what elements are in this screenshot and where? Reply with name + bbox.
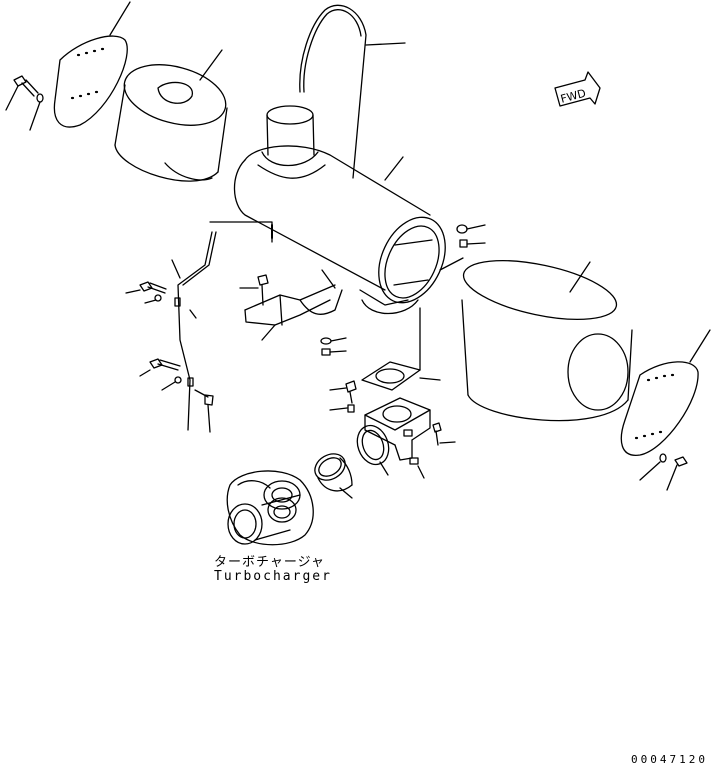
turbocharger bbox=[226, 470, 314, 546]
mounting-bracket bbox=[239, 269, 343, 341]
vacuator-hose bbox=[299, 4, 406, 179]
fwd-label: FWD bbox=[559, 87, 587, 106]
turbocharger-label-japanese: ターボチャージャ bbox=[214, 555, 325, 570]
outer-filter-element-left bbox=[114, 49, 228, 182]
right-end-cover-plate bbox=[620, 329, 711, 491]
turbocharger-label-english: Turbocharger bbox=[214, 569, 332, 584]
left-bolt-and-washer bbox=[5, 75, 44, 131]
right-nut-and-washer bbox=[439, 224, 486, 271]
air-cleaner-body bbox=[233, 105, 446, 314]
mounting-rod bbox=[171, 221, 273, 433]
rod-bolts-lower bbox=[139, 358, 182, 391]
rod-bolts-upper bbox=[125, 281, 167, 304]
gasket bbox=[361, 307, 441, 391]
fwd-arrow-icon: FWD bbox=[554, 71, 601, 107]
left-end-cover-plate bbox=[53, 1, 131, 128]
intake-adapter bbox=[356, 397, 431, 479]
adapter-bolts bbox=[329, 380, 357, 413]
adapter-side-bolt bbox=[432, 422, 456, 446]
drawing-code: 00047120 bbox=[631, 753, 708, 766]
outer-filter-element-right bbox=[461, 260, 633, 422]
bracket-nuts bbox=[320, 337, 347, 356]
connecting-hose bbox=[314, 453, 353, 499]
